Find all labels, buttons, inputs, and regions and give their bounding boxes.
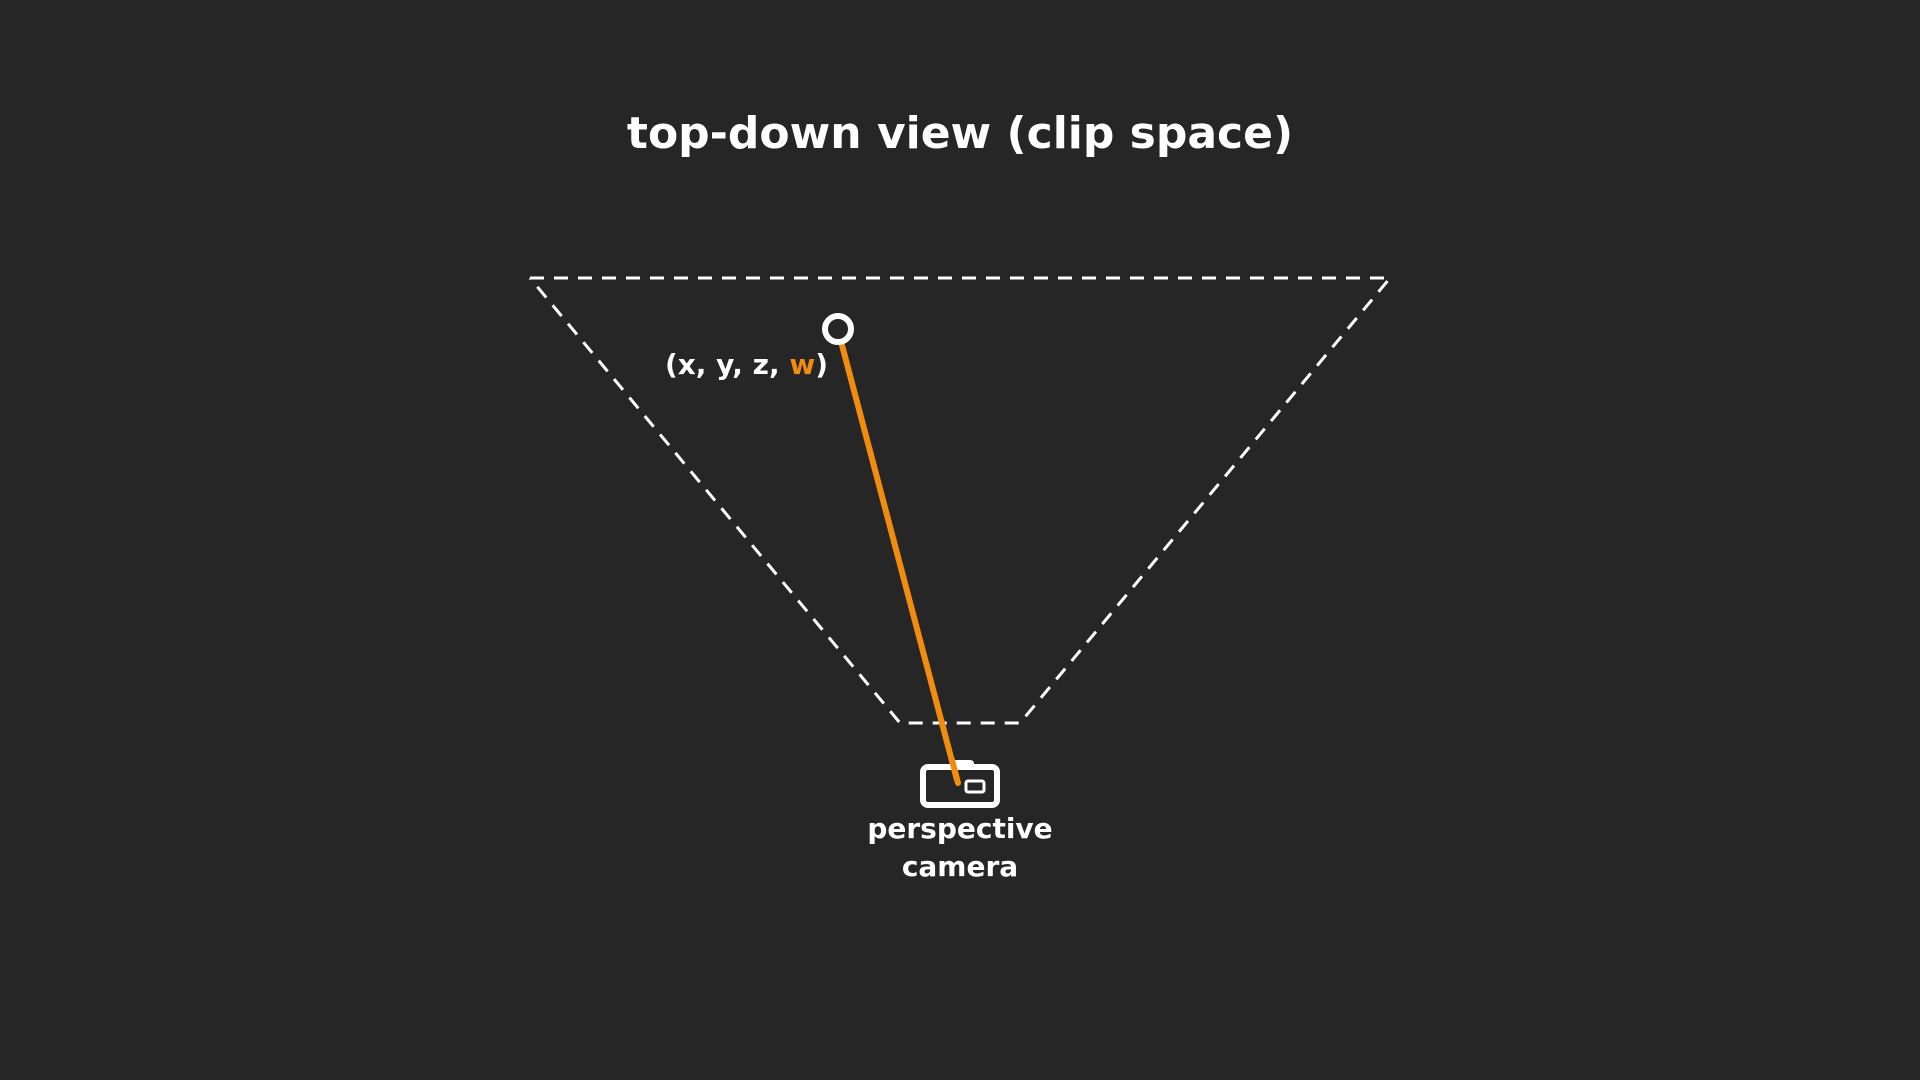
camera-icon (920, 760, 1000, 808)
view-frustum-outline (528, 276, 1392, 725)
camera-label-line1: perspective (867, 812, 1052, 845)
point-marker-icon (822, 313, 854, 345)
point-label-w: w (789, 348, 815, 381)
point-label-suffix: ) (815, 348, 828, 381)
diagram-title: top-down view (clip space) (627, 108, 1293, 159)
point-label-prefix: (x, y, z, (665, 348, 789, 381)
w-distance-ray (835, 327, 960, 783)
point-coordinates-label: (x, y, z, w) (665, 348, 828, 381)
ray-segment-over-camera (949, 757, 961, 786)
camera-label-line2: camera (902, 850, 1018, 883)
